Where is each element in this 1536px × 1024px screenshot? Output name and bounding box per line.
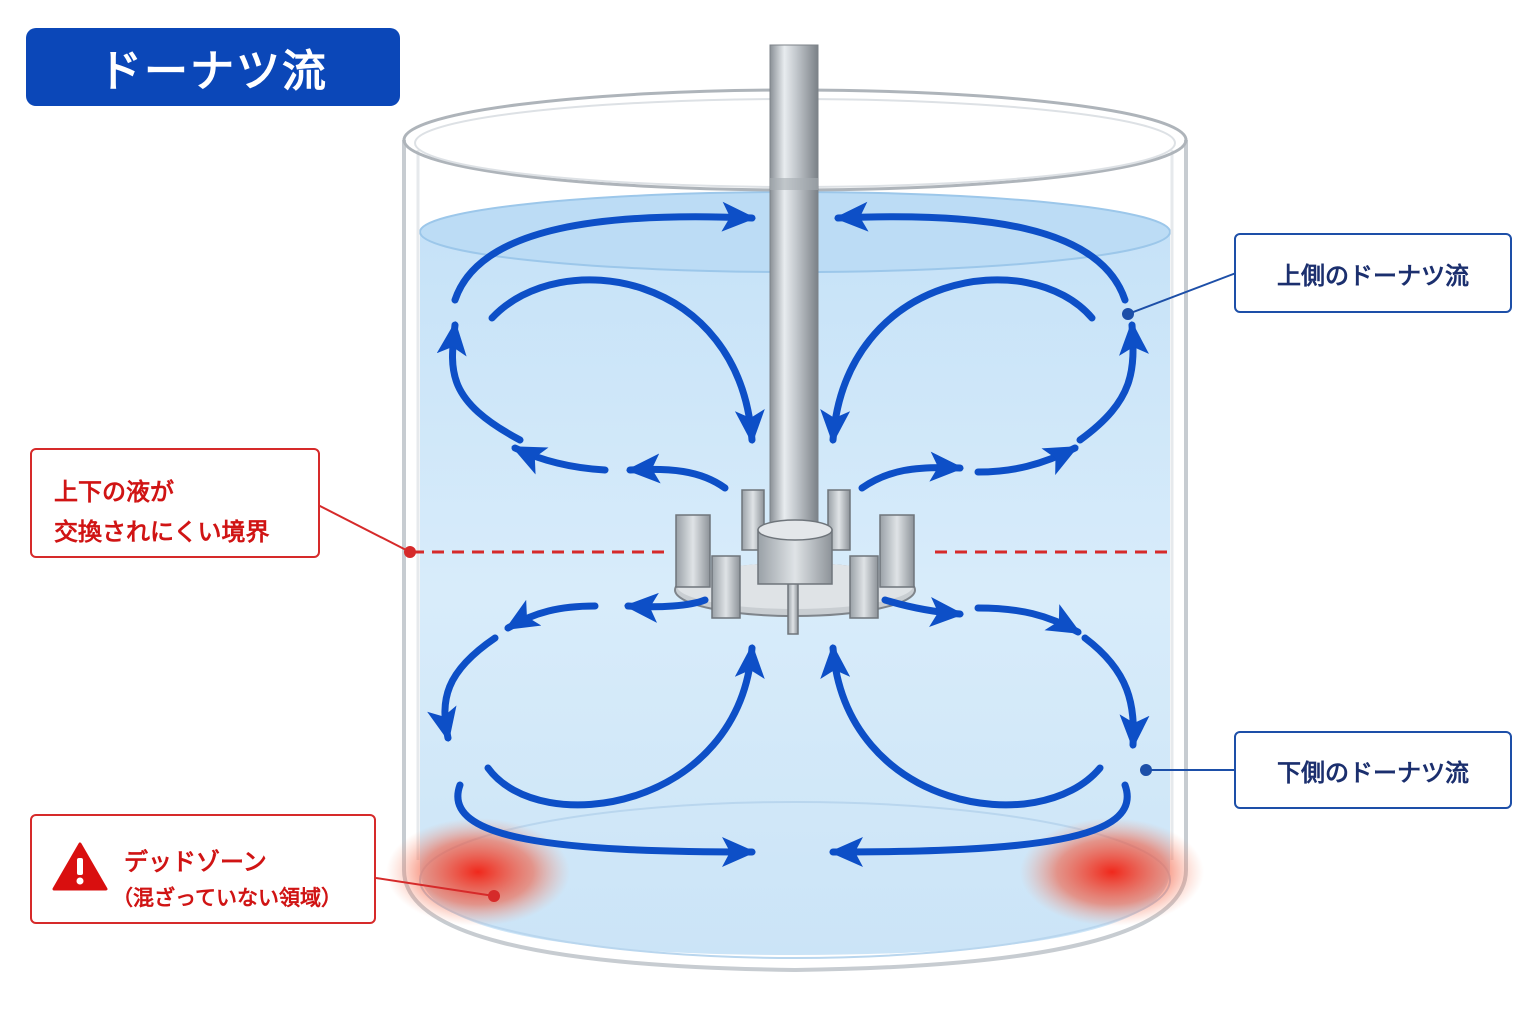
flow-arrow: [511, 444, 609, 475]
lower-flow-callout: 下側のドーナツ流: [1234, 731, 1512, 809]
flow-arrow: [484, 644, 765, 809]
impeller-blade: [849, 555, 879, 619]
flow-arrow: [820, 276, 1096, 444]
dead-zone-right: [1020, 818, 1204, 926]
dead-zone-title: デッドゾーン: [124, 848, 267, 876]
dead-zone-subtitle: （混ざっていない領域）: [112, 886, 342, 910]
warning-icon: [52, 842, 108, 891]
lower-donut-flow: [427, 592, 1150, 867]
flow-arrow: [834, 201, 1129, 304]
upper-donut-flow: [436, 201, 1149, 492]
flow-arrow: [829, 781, 1131, 867]
impeller-blade: [675, 514, 711, 588]
impeller-blade: [711, 555, 741, 619]
dead-zones: [386, 818, 1204, 926]
boundary-callout: 上下の液が 交換されにくい境界: [30, 448, 320, 558]
flow-arrow: [504, 599, 599, 632]
flow-arrow: [436, 321, 524, 444]
agitator: [674, 44, 916, 635]
upper-flow-label: 上側のドーナツ流: [1277, 261, 1469, 290]
flow-arrow: [974, 604, 1082, 636]
flow-arrow: [454, 781, 756, 867]
flow-arrow: [626, 453, 729, 492]
flow-arrow: [858, 451, 964, 492]
dead-zone-left: [386, 818, 570, 926]
flow-arrow: [624, 592, 709, 623]
flow-arrow: [1081, 634, 1150, 749]
leader-lines: [317, 272, 1237, 902]
page-title: ドーナツ流: [98, 46, 328, 97]
flow-arrow: [974, 444, 1079, 476]
upper-flow-callout: 上側のドーナツ流: [1234, 233, 1512, 313]
leader-upper-flow: [1127, 272, 1237, 315]
dead-zone-callout: デッドゾーン （混ざっていない領域）: [30, 814, 376, 924]
flow-arrow: [427, 634, 499, 742]
flow-arrow: [881, 596, 964, 627]
impeller-blade: [827, 489, 851, 551]
boundary-label-line1: 上下の液が: [54, 478, 174, 506]
shaft: [769, 44, 819, 546]
flow-arrow: [488, 276, 765, 444]
lower-flow-label: 下側のドーナツ流: [1277, 758, 1469, 787]
flow-arrow: [820, 644, 1104, 809]
leader-dead-zone: [375, 877, 495, 897]
impeller-blade: [879, 514, 915, 588]
title-banner: ドーナツ流: [26, 28, 400, 106]
flow-arrow: [451, 201, 756, 304]
leader-boundary: [317, 504, 411, 553]
flow-arrow: [1076, 321, 1149, 444]
boundary-label-line2: 交換されにくい境界: [54, 518, 270, 546]
